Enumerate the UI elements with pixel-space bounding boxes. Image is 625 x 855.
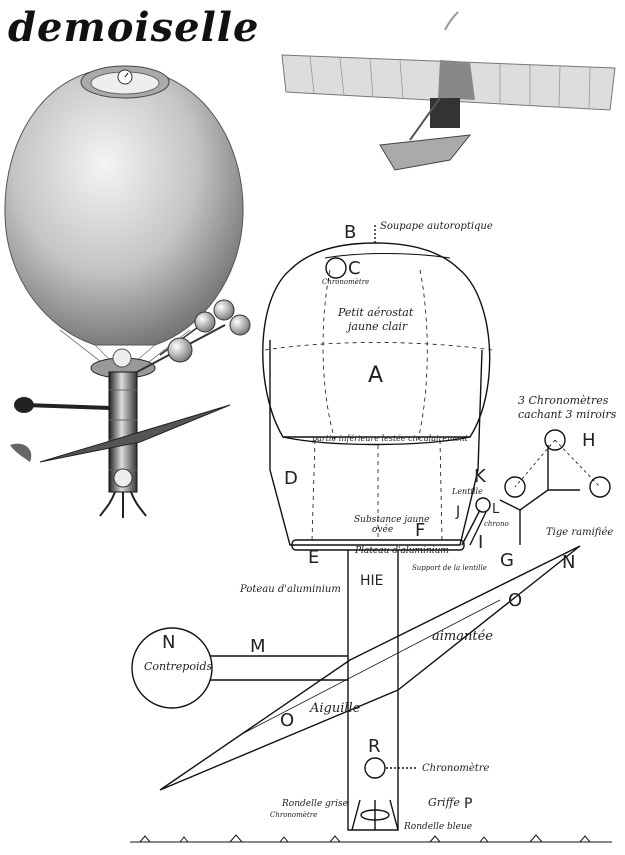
label-tige-ramifiee: Tige ramifiée [546,527,613,538]
claw-P [351,799,399,831]
label-jaune-clair: jaune clair [345,320,408,333]
magnetic-needle-render [39,404,231,463]
chronometer-left-H [504,476,526,498]
sphere-2-render [194,311,216,333]
label-rondelle-bleue: Rondelle bleue [403,822,472,832]
demoiselle-aircraft-photo [281,11,616,171]
sphere-3-render [213,299,235,321]
label-chronometre-bottom: Chronomètre [422,763,490,774]
label-partie-inferieure: partie inférieure lestée circulairement [312,434,469,443]
letter-H: H [582,430,596,451]
label-lentille: Lentille [451,487,483,496]
label-rondelle-grise: Rondelle grise [281,799,348,809]
balloon-model-render [4,65,251,518]
letter-O: O [280,710,294,731]
balloon-envelope [4,67,244,346]
label-chronometre-top: Chronomètre [322,278,369,286]
letter-HIE: HIE [360,573,384,589]
aerostat-A [262,242,491,438]
lens-support [461,509,487,546]
letter-O-upper: O [508,590,522,611]
letter-R: R [368,736,381,757]
label-soupape: Soupape autoroptique [380,221,493,232]
label-support-lentille: Support de la lentille [412,564,487,572]
letter-J: J [455,504,460,520]
chronometer-C-dial [325,257,347,279]
label-chronometres-3: 3 Chronomètres [518,394,609,407]
schematic-labels: B Soupape autoroptique C Chronomètre Pet… [144,221,617,832]
letter-K: K [474,466,487,487]
label-plateau: Plateau d'aluminium [354,546,449,556]
letter-P: P [464,796,472,812]
letter-C: C [348,258,361,279]
counterweight-arm-M [210,655,348,681]
post-HIE [347,550,399,831]
plate-E [291,539,465,551]
letter-B: B [344,222,356,243]
label-chrono: chrono [484,520,509,528]
sphere-1-render [167,337,193,363]
letter-A: A [368,363,383,388]
label-contrepoids: Contrepoids [144,660,213,673]
label-poteau: Poteau d'aluminium [239,584,341,595]
counterweight-render [14,397,34,413]
label-aiguille: Aiguille [309,701,361,716]
letter-E: E [308,547,319,568]
letter-F: F [415,520,425,541]
letter-M: M [250,636,266,657]
claw-feet-render [99,491,147,518]
sphere-4-render [229,314,251,336]
schematic-drawing [130,225,612,843]
label-petit-aerostat: Petit aérostat [337,306,414,319]
letter-L: L [492,502,500,517]
letter-D: D [284,468,298,489]
letter-N: N [162,632,175,653]
label-griffe: Griffe [428,796,460,809]
counterweight-N [131,627,213,709]
label-cachant-miroirs: cachant 3 miroirs [518,408,617,421]
branched-rod [499,445,580,545]
aircraft-tail [379,134,472,171]
chronometer-right-H [589,476,611,498]
lens-K [475,497,491,513]
label-chronometre-small: Chronomètre [270,811,317,819]
label-ovee: ovée [372,524,393,535]
chronometer-top-H [544,429,566,451]
letter-G: G [500,550,514,571]
label-aimantee: aimantée [432,629,493,644]
chronometer-R-dial [364,757,386,779]
needle-O [159,545,581,791]
cone-D [269,340,483,546]
letter-I: I [478,532,483,553]
bottom-chronometer-render [113,468,133,488]
letter-N-needle: N [562,552,575,573]
label-substance-jaune: Substance jaune [354,515,429,525]
diagram-title: demoiselle [8,4,260,51]
